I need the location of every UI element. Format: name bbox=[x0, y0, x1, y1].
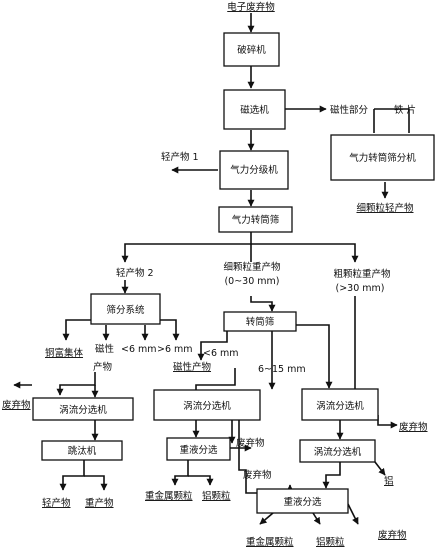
box-magnetic-separator: 磁选机 bbox=[223, 89, 286, 130]
box-eddy-right-1: 涡流分选机 bbox=[301, 388, 379, 421]
magnetic-short-label: 磁性 bbox=[95, 343, 115, 355]
box-air-classifier-label: 气力分级机 bbox=[230, 164, 278, 176]
box-air-classifier: 气力分级机 bbox=[219, 150, 289, 190]
box-jig-label: 跳汰机 bbox=[68, 445, 97, 457]
box-eddy-left-label: 涡流分选机 bbox=[59, 404, 107, 416]
lt6-b-label: <6 mm bbox=[203, 348, 239, 359]
iron-chips-label: 铁 片 bbox=[394, 104, 416, 116]
box-eddy-left: 涡流分选机 bbox=[32, 397, 134, 421]
fine-light-product-label: 细颗粒轻产物 bbox=[356, 202, 414, 214]
waste-left-label: 废弃物 bbox=[2, 399, 31, 411]
box-eddy-mid-label: 涡流分选机 bbox=[183, 400, 231, 412]
box-air-trommel-side: 气力转筒筛分机 bbox=[330, 134, 435, 181]
coarse-heavy-label-1: 粗颗粒重产物 bbox=[333, 268, 391, 280]
box-trommel: 转筒筛 bbox=[223, 311, 297, 332]
source-label: 电子废弃物 bbox=[227, 1, 275, 13]
heavy-product-label: 重产物 bbox=[85, 497, 114, 509]
box-heavy-liquid-bottom: 重液分选 bbox=[256, 488, 349, 514]
box-screening-system-label: 筛分系统 bbox=[106, 304, 145, 316]
box-trommel-label: 转筒筛 bbox=[246, 316, 275, 328]
box-screening-system: 筛分系统 bbox=[90, 293, 161, 325]
light-product-2-label: 轻产物 2 bbox=[116, 267, 154, 279]
waste-bottom-label: 废弃物 bbox=[378, 529, 407, 541]
labels: 电子废弃物 磁性部分 铁 片 细颗粒轻产物 轻产物 1 轻产物 2 细颗粒重产物… bbox=[2, 1, 428, 548]
waste-mid-2-label: 废弃物 bbox=[243, 469, 272, 481]
waste-mid-1-label: 废弃物 bbox=[236, 437, 265, 449]
heavy-metal-particles-mid-label: 重金属颗粒 bbox=[145, 490, 193, 502]
copper-rich-label: 铜富集体 bbox=[45, 347, 84, 359]
fine-heavy-label-1: 细颗粒重产物 bbox=[223, 261, 281, 273]
box-eddy-right-1-label: 涡流分选机 bbox=[316, 400, 364, 412]
fine-heavy-label-2: (0~30 mm) bbox=[224, 276, 279, 287]
box-air-trommel-side-label: 气力转筒筛分机 bbox=[349, 152, 416, 164]
aluminum-label: 铝 bbox=[384, 475, 394, 487]
box-crusher: 破碎机 bbox=[223, 32, 280, 67]
box-magnetic-separator-label: 磁选机 bbox=[240, 104, 269, 116]
aluminum-particles-mid-label: 铝颗粒 bbox=[202, 490, 231, 502]
box-crusher-label: 破碎机 bbox=[237, 44, 266, 56]
waste-right-label: 废弃物 bbox=[399, 421, 428, 433]
aluminum-particles-bottom-label: 铝颗粒 bbox=[316, 536, 345, 548]
box-heavy-liquid-mid-label: 重液分选 bbox=[179, 444, 218, 456]
box-air-trommel: 气力转筒筛 bbox=[218, 206, 293, 233]
box-air-trommel-label: 气力转筒筛 bbox=[232, 214, 280, 226]
light-product-1-label: 轻产物 1 bbox=[161, 151, 199, 163]
product-label: 产物 bbox=[93, 361, 113, 373]
box-eddy-mid: 涡流分选机 bbox=[153, 389, 261, 421]
lt6-label: <6 mm bbox=[121, 344, 157, 355]
magnetic-part-label: 磁性部分 bbox=[330, 104, 369, 116]
heavy-metal-particles-bottom-label: 重金属颗粒 bbox=[246, 536, 294, 548]
gt6-label: >6 mm bbox=[157, 344, 193, 355]
box-heavy-liquid-bottom-label: 重液分选 bbox=[283, 496, 322, 508]
magnetic-product-label: 磁性产物 bbox=[173, 361, 212, 373]
box-eddy-right-2: 涡流分选机 bbox=[299, 439, 376, 463]
coarse-heavy-label-2: (>30 mm) bbox=[336, 283, 385, 294]
box-jig: 跳汰机 bbox=[41, 440, 123, 461]
box-eddy-right-2-label: 涡流分选机 bbox=[314, 446, 362, 458]
light-product-label: 轻产物 bbox=[42, 497, 71, 509]
box-heavy-liquid-mid: 重液分选 bbox=[166, 437, 231, 461]
range-6-15-label: 6~15 mm bbox=[258, 364, 306, 375]
